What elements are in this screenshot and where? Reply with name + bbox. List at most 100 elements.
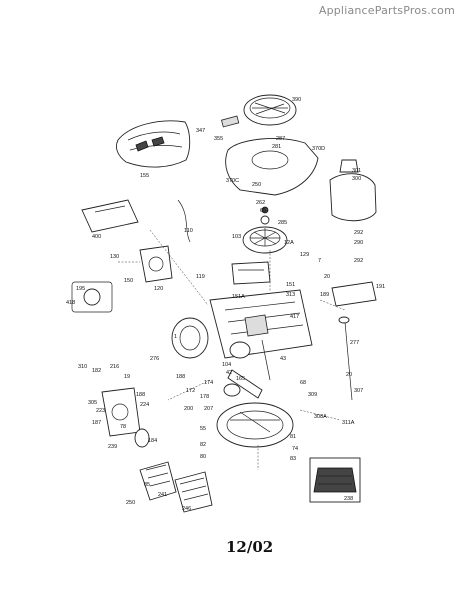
crankshaft-part[interactable] xyxy=(223,339,271,399)
callout: 224 xyxy=(140,402,149,408)
callout: 292 xyxy=(354,230,363,236)
callout: 85 xyxy=(144,482,150,488)
flywheel-part[interactable] xyxy=(242,206,288,254)
callout: 20 xyxy=(324,274,330,280)
callout: 390 xyxy=(292,97,301,103)
muffler-part[interactable] xyxy=(171,317,209,359)
callout: 182 xyxy=(92,368,101,374)
callout: 281 xyxy=(272,144,281,150)
callout: 188 xyxy=(136,392,145,398)
callout: 110 xyxy=(184,228,193,234)
control-bracket-part[interactable] xyxy=(331,281,377,307)
callout: 43 xyxy=(280,356,286,362)
callout: 355 xyxy=(214,136,223,142)
watermark: AppliancePartsPros.com xyxy=(318,4,455,17)
callout: 103 xyxy=(232,234,241,240)
callout: 191 xyxy=(376,284,385,290)
callout: 417 xyxy=(290,314,299,320)
callout: 7 xyxy=(318,258,321,264)
callout: 104 xyxy=(222,362,231,368)
callout: 370C xyxy=(226,178,239,184)
callout: 187 xyxy=(92,420,101,426)
callout: 246 xyxy=(182,506,191,512)
callout: 300 xyxy=(352,176,361,182)
air-filter-plate-part[interactable] xyxy=(81,199,139,233)
callout: 311A xyxy=(342,420,355,426)
callout: 165 xyxy=(236,376,245,382)
callout: 276 xyxy=(150,356,159,362)
engine-block-part[interactable] xyxy=(209,289,313,359)
callout: 174 xyxy=(204,380,213,386)
carburetor-part[interactable] xyxy=(118,245,173,283)
callout: 287 xyxy=(276,136,285,142)
callout: 83 xyxy=(290,456,296,462)
callout: 80 xyxy=(200,454,206,460)
recoil-starter-part[interactable] xyxy=(221,94,297,128)
governor-assembly-part[interactable] xyxy=(101,387,150,448)
callout: 347 xyxy=(196,128,205,134)
callout: 216 xyxy=(110,364,119,370)
callout: 155 xyxy=(140,173,149,179)
air-cleaner-small-part[interactable] xyxy=(71,281,113,313)
callout: 285 xyxy=(278,220,287,226)
callout: 82 xyxy=(200,442,206,448)
callout: 120 xyxy=(154,286,163,292)
callout: 207 xyxy=(204,406,213,412)
callout: 239 xyxy=(108,444,117,450)
callout: 301 xyxy=(352,168,361,174)
callout: 200 xyxy=(184,406,193,412)
callout: 150 xyxy=(124,278,133,284)
revision-date: 12/02 xyxy=(226,538,274,556)
callout: 1 xyxy=(174,334,177,340)
blower-housing-part[interactable] xyxy=(225,138,319,196)
callout: 262 xyxy=(256,200,265,206)
callout: 370D xyxy=(312,146,325,152)
ignition-module-part[interactable] xyxy=(231,261,271,285)
callout: 12A xyxy=(284,240,294,246)
callout: 74 xyxy=(292,446,298,452)
callout: 195 xyxy=(76,286,85,292)
callout: 305 xyxy=(88,400,97,406)
callout: 400 xyxy=(92,234,101,240)
engine-cover-part[interactable] xyxy=(115,120,191,168)
callout: 42 xyxy=(226,370,232,376)
callout: 65 xyxy=(260,208,266,214)
callout: 309 xyxy=(308,392,317,398)
engine-sump-part[interactable] xyxy=(216,402,294,448)
callout: 129 xyxy=(300,252,309,258)
callout: 250 xyxy=(252,182,261,188)
callout: 310 xyxy=(78,364,87,370)
callout: 184 xyxy=(148,438,157,444)
callout: 172 xyxy=(186,388,195,394)
fuel-tank-part[interactable] xyxy=(329,159,377,222)
callout: 19 xyxy=(124,374,130,380)
callout: 308A xyxy=(314,414,327,420)
callout-labels: 390 347 355 287 370D 155 281 370C 250 30… xyxy=(66,97,385,512)
callout: 250 xyxy=(126,500,135,506)
callout: 130 xyxy=(110,254,119,260)
callout: 292 xyxy=(354,258,363,264)
dipstick-part[interactable] xyxy=(338,316,353,401)
callout: 55 xyxy=(200,426,206,432)
callout: 81 xyxy=(290,434,296,440)
callout: 290 xyxy=(354,240,363,246)
callout: 223 xyxy=(96,408,105,414)
callout: 178 xyxy=(200,394,209,400)
callout: 119 xyxy=(196,274,205,280)
callout: 188 xyxy=(176,374,185,380)
callout: 277 xyxy=(350,340,359,346)
callout: 151 xyxy=(286,282,295,288)
callout: 313 xyxy=(286,292,295,298)
callout: 68 xyxy=(300,380,306,386)
engine-assembly-part[interactable] xyxy=(309,457,361,503)
callout: 418 xyxy=(66,300,75,306)
air-filter-part[interactable] xyxy=(139,461,213,513)
callout: 189 xyxy=(320,292,329,298)
spark-plug-wire-part xyxy=(177,199,191,243)
callout: 20 xyxy=(346,372,352,378)
callout: 238 xyxy=(344,496,353,502)
callout: 151A xyxy=(232,294,245,300)
callout: 307 xyxy=(354,388,363,394)
